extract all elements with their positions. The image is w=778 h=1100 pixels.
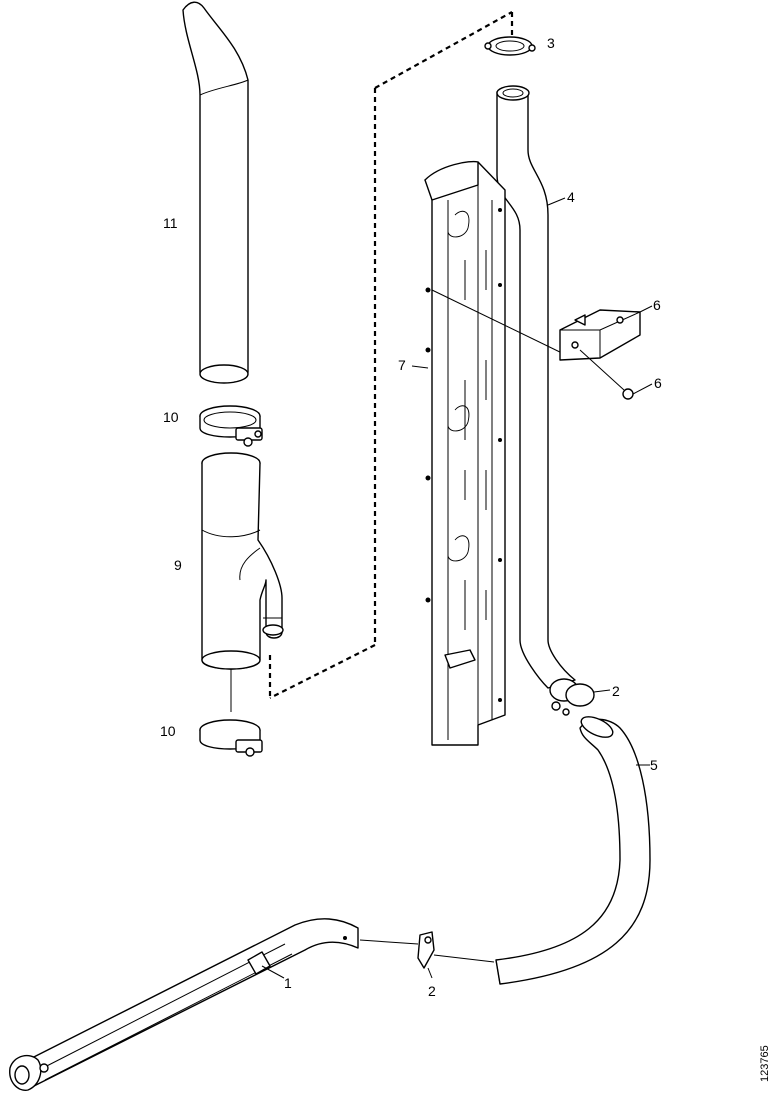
part-6-bracket <box>559 305 653 361</box>
part-3-upper-flange <box>484 36 536 56</box>
callout-3: 3 <box>547 35 555 51</box>
part-4-vertical-pipe <box>496 85 576 689</box>
callout-2-upper: 2 <box>612 683 620 699</box>
part-2-upper-clamp <box>549 678 611 716</box>
callout-6-bracket: 6 <box>653 297 661 313</box>
callout-4: 4 <box>567 189 575 205</box>
part-11-tail-pipe <box>182 1 249 384</box>
callout-11: 11 <box>163 215 178 231</box>
part-5-flex-pipe <box>495 716 651 985</box>
part-10-lower-clamp <box>199 719 263 757</box>
callout-labels: 11 10 9 10 3 4 6 7 6 2 5 1 2 123765 <box>160 35 771 1082</box>
callout-2-lower: 2 <box>428 983 436 999</box>
part-10-upper-clamp <box>199 405 263 447</box>
callout-10-upper: 10 <box>163 409 179 425</box>
part-7-frame-rail <box>411 160 567 746</box>
callout-10-lower: 10 <box>160 723 176 739</box>
callout-5: 5 <box>650 757 658 773</box>
callout-7: 7 <box>398 357 406 373</box>
part-9-y-pipe <box>201 452 284 712</box>
callout-6-bolt: 6 <box>654 375 662 391</box>
assembly-dashed-lines <box>268 11 514 700</box>
part-6-bolt <box>579 349 653 400</box>
callout-9: 9 <box>174 557 182 573</box>
figure-code: 123765 <box>759 1045 771 1082</box>
part-1-front-pipe <box>9 918 359 1091</box>
part-2-lower-clamp <box>359 931 495 979</box>
callout-1: 1 <box>284 975 292 991</box>
